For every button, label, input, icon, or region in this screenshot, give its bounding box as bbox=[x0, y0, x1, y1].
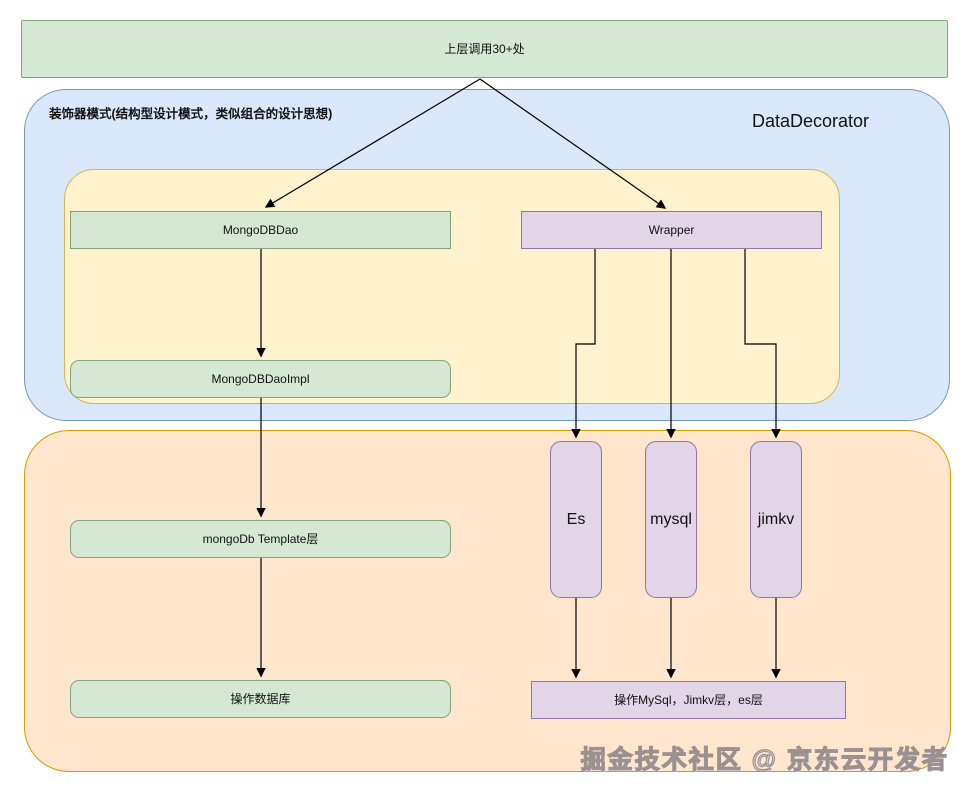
storage-layer-container bbox=[24, 430, 951, 772]
node-mongodb-template-layer-label: mongoDb Template层 bbox=[202, 531, 319, 546]
node-upper-caller: 上层调用30+处 bbox=[21, 20, 948, 78]
node-mongodbdaoimpl: MongoDBDaoImpl bbox=[70, 360, 451, 398]
node-operate-database-label: 操作数据库 bbox=[230, 691, 291, 706]
node-mongodb-template-layer: mongoDb Template层 bbox=[70, 520, 451, 558]
node-mysql: mysql bbox=[645, 441, 697, 598]
node-upper-caller-label: 上层调用30+处 bbox=[444, 41, 525, 56]
node-jimkv: jimkv bbox=[750, 441, 802, 598]
node-jimkv-label: jimkv bbox=[757, 510, 795, 528]
node-operate-mysql-jimkv-es-label: 操作MySql，Jimkv层，es层 bbox=[614, 692, 763, 707]
watermark-text: 掘金技术社区 @ 京东云开发者 bbox=[580, 745, 949, 774]
data-decorator-label: DataDecorator bbox=[752, 111, 870, 131]
node-operate-database: 操作数据库 bbox=[70, 680, 451, 718]
node-mysql-label: mysql bbox=[650, 510, 692, 528]
node-wrapper-label: Wrapper bbox=[648, 222, 695, 237]
node-es-label: Es bbox=[566, 510, 586, 528]
decorator-pattern-title: 装饰器模式(结构型设计模式，类似组合的设计思想) bbox=[49, 107, 333, 121]
node-mongodbdao-label: MongoDBDao bbox=[222, 222, 299, 237]
node-mongodbdaoimpl-label: MongoDBDaoImpl bbox=[211, 371, 310, 386]
node-operate-mysql-jimkv-es: 操作MySql，Jimkv层，es层 bbox=[531, 681, 846, 719]
node-wrapper: Wrapper bbox=[521, 211, 822, 249]
node-mongodbdao: MongoDBDao bbox=[70, 211, 451, 249]
node-es: Es bbox=[550, 441, 602, 598]
